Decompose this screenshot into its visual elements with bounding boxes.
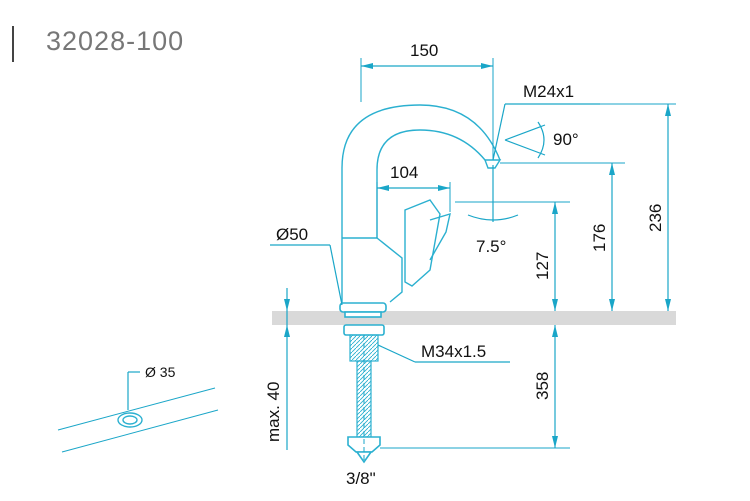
angle-90: 90° [553,130,579,149]
hole-diameter: Ø 35 [145,364,176,380]
dim-358: 358 [533,372,552,400]
model-number: 32028-100 [46,26,185,56]
header: 32028-100 [0,0,750,70]
dim-150: 150 [410,41,438,60]
countertop [272,311,676,325]
dim-127: 127 [533,252,552,280]
shank-thread: M34x1.5 [421,342,486,361]
dim-max-40: max. 40 [264,382,283,442]
connection-size: 3/8" [346,469,376,488]
faucet-outline [339,104,502,318]
angle-7-5: 7.5° [476,237,506,256]
dim-104: 104 [390,163,418,182]
base-diameter: Ø50 [276,225,308,244]
thread-top: M24x1 [523,82,574,101]
title-divider [12,26,14,62]
dim-236: 236 [646,204,665,232]
dim-176: 176 [590,224,609,252]
hole-detail: Ø 35 [57,364,219,453]
